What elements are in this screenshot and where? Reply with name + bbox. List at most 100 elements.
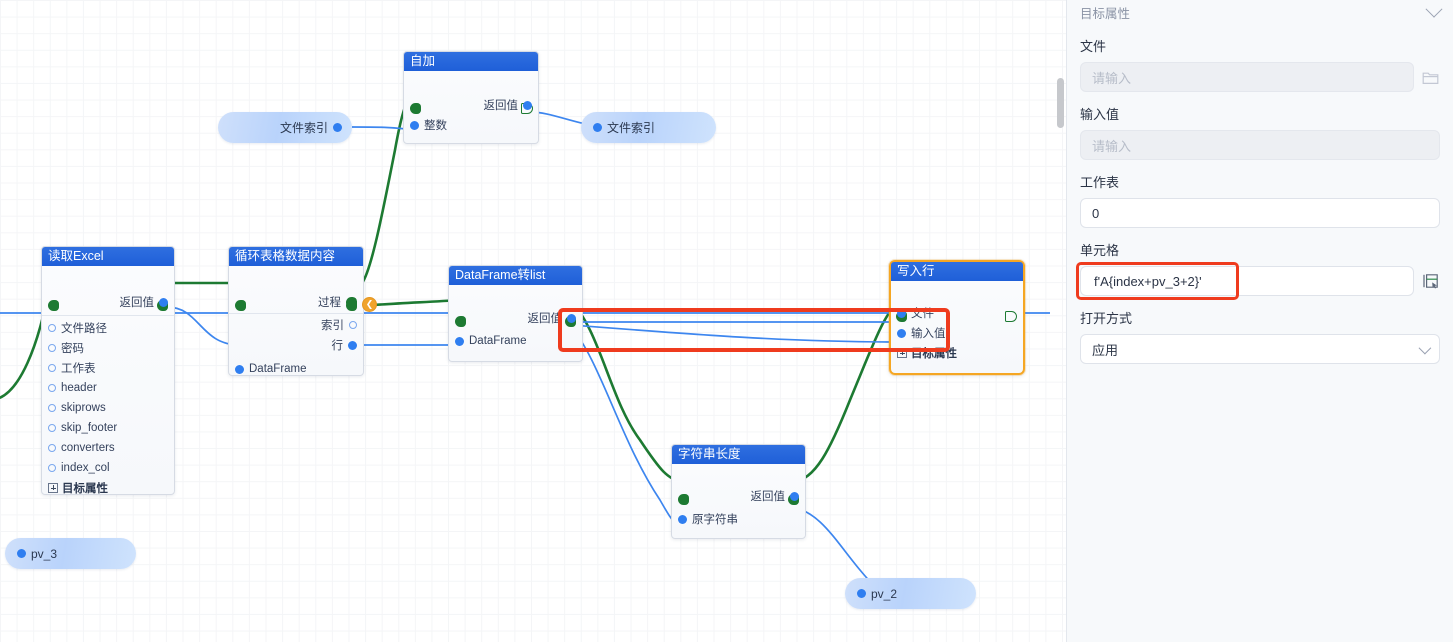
node-read-excel[interactable]: 读取Excel 返回值 文件路径 密码 (41, 246, 175, 495)
output-row-process[interactable]: 过程 (229, 292, 363, 312)
data-input-port[interactable] (857, 589, 866, 598)
input-value-input[interactable]: 请输入 (1080, 130, 1440, 160)
input-row-indexcol[interactable]: index_col (42, 458, 174, 478)
data-output-port[interactable] (333, 123, 342, 132)
node-string-length[interactable]: 字符串长度 返回值 原字符串 (671, 444, 806, 539)
field-file: 文件 请输入 (1067, 36, 1453, 92)
field-input-value: 输入值 请输入 (1067, 104, 1453, 160)
node-graph-canvas[interactable]: 读取Excel 返回值 文件路径 密码 (0, 0, 1066, 642)
pill-variable-pv2[interactable]: pv_2 (845, 578, 976, 609)
data-input-port[interactable] (48, 444, 56, 452)
input-row-skiprows[interactable]: skiprows (42, 398, 174, 418)
exec-input-port[interactable] (678, 494, 689, 505)
data-output-port[interactable] (349, 321, 357, 329)
port-label: 原字符串 (692, 514, 738, 526)
input-row-header[interactable]: header (42, 378, 174, 398)
node-loop-table-rows[interactable]: 循环表格数据内容 过程 索引 行 Da (228, 246, 364, 376)
panel-header[interactable]: 目标属性 (1067, 0, 1453, 24)
data-input-port[interactable] (48, 384, 56, 392)
input-row-sourcestring[interactable]: 原字符串 (672, 509, 805, 529)
input-row-skipfooter[interactable]: skip_footer (42, 418, 174, 438)
field-sheet: 工作表 0 (1067, 172, 1453, 228)
output-row-returnvalue[interactable]: 返回值 (449, 308, 582, 328)
field-label: 单元格 (1080, 243, 1120, 258)
port-label: 整数 (424, 120, 447, 132)
input-row-inputvalue[interactable]: 输入值 (891, 323, 1023, 343)
data-input-port[interactable] (410, 120, 419, 130)
data-input-port[interactable] (897, 308, 906, 318)
open-mode-value: 应用 (1092, 342, 1119, 358)
exec-loop-output-port[interactable] (346, 296, 357, 308)
node-write-row[interactable]: 写入行 文件 输入值 目标属性 (889, 260, 1025, 375)
exec-output-port[interactable] (1005, 311, 1017, 322)
input-row-filepath[interactable]: 文件路径 (42, 318, 174, 338)
exec-input-port[interactable] (410, 103, 421, 114)
cell-input[interactable]: f'A{index+pv_3+2}' (1080, 266, 1414, 296)
field-cell: 单元格 f'A{index+pv_3+2}' (1067, 240, 1453, 300)
input-row-dataframe[interactable]: DataFrame (449, 331, 582, 351)
input-row-password[interactable]: 密码 (42, 338, 174, 358)
plus-icon (897, 347, 907, 358)
insert-expression-icon[interactable] (1421, 272, 1440, 291)
expander-target-properties[interactable]: 目标属性 (42, 478, 174, 497)
data-output-port[interactable] (348, 340, 357, 350)
data-input-port[interactable] (897, 328, 906, 338)
input-row-converters[interactable]: converters (42, 438, 174, 458)
data-input-port[interactable] (593, 123, 602, 132)
output-row-index[interactable]: 索引 (229, 315, 363, 335)
input-row-integer[interactable]: 整数 (404, 115, 538, 135)
exec-input-port[interactable] (48, 300, 59, 311)
loop-reentry-badge[interactable]: ❮ (362, 297, 377, 312)
node-title: 写入行 (891, 262, 1023, 281)
port-label: DataFrame (469, 335, 527, 347)
input-row-sheet[interactable]: 工作表 (42, 358, 174, 378)
data-input-port[interactable] (48, 364, 56, 372)
file-input[interactable]: 请输入 (1080, 62, 1414, 92)
input-row-file[interactable]: 文件 (891, 303, 1023, 323)
data-input-port[interactable] (455, 336, 464, 346)
data-input-port[interactable] (678, 514, 687, 524)
node-dataframe-to-list[interactable]: DataFrame转list 返回值 DataFrame (448, 265, 583, 362)
expander-label: 目标属性 (911, 347, 957, 360)
chevron-down-icon[interactable] (1425, 0, 1443, 18)
node-title: 自加 (404, 52, 538, 71)
output-row-row[interactable]: 行 (229, 335, 363, 355)
expander-target-properties[interactable]: 目标属性 (891, 343, 1023, 362)
output-row-returnvalue[interactable]: 返回值 (672, 486, 805, 506)
pill-variable-file-index-in[interactable]: 文件索引 (581, 112, 716, 143)
node-title: DataFrame转list (449, 266, 582, 285)
data-input-port[interactable] (48, 404, 56, 412)
field-label: 文件 (1080, 39, 1107, 54)
port-label: header (61, 382, 97, 394)
exec-input-port[interactable] (235, 300, 246, 311)
data-output-port[interactable] (567, 313, 576, 323)
expander-label: 目标属性 (62, 482, 108, 495)
data-input-port[interactable] (17, 549, 26, 558)
data-output-port[interactable] (790, 491, 799, 501)
sheet-input[interactable]: 0 (1080, 198, 1440, 228)
pill-label: 文件索引 (607, 121, 656, 135)
canvas-vertical-scrollbar[interactable] (1057, 78, 1064, 128)
data-output-port[interactable] (159, 297, 168, 307)
folder-icon[interactable] (1421, 68, 1440, 87)
open-mode-select[interactable]: 应用 (1080, 334, 1440, 364)
port-label: 文件 (911, 308, 934, 320)
data-output-port[interactable] (523, 100, 532, 110)
data-input-port[interactable] (48, 424, 56, 432)
data-input-port[interactable] (235, 364, 244, 374)
node-title: 循环表格数据内容 (229, 247, 363, 266)
output-row-returnvalue[interactable]: 返回值 (42, 292, 174, 312)
port-label: 返回值 (483, 100, 519, 112)
chevron-down-icon[interactable] (1418, 341, 1432, 354)
data-input-port[interactable] (48, 464, 56, 472)
pill-variable-pv3[interactable]: pv_3 (5, 538, 136, 569)
exec-input-port[interactable] (455, 316, 466, 327)
data-input-port[interactable] (48, 324, 56, 332)
pill-label: 文件索引 (279, 121, 328, 135)
node-increment[interactable]: 自加 返回值 整数 (403, 51, 539, 144)
output-row-returnvalue[interactable]: 返回值 (404, 95, 538, 115)
pill-variable-file-index-out[interactable]: 文件索引 (218, 112, 352, 143)
data-input-port[interactable] (48, 344, 56, 352)
input-row-dataframe[interactable]: DataFrame (229, 359, 363, 379)
